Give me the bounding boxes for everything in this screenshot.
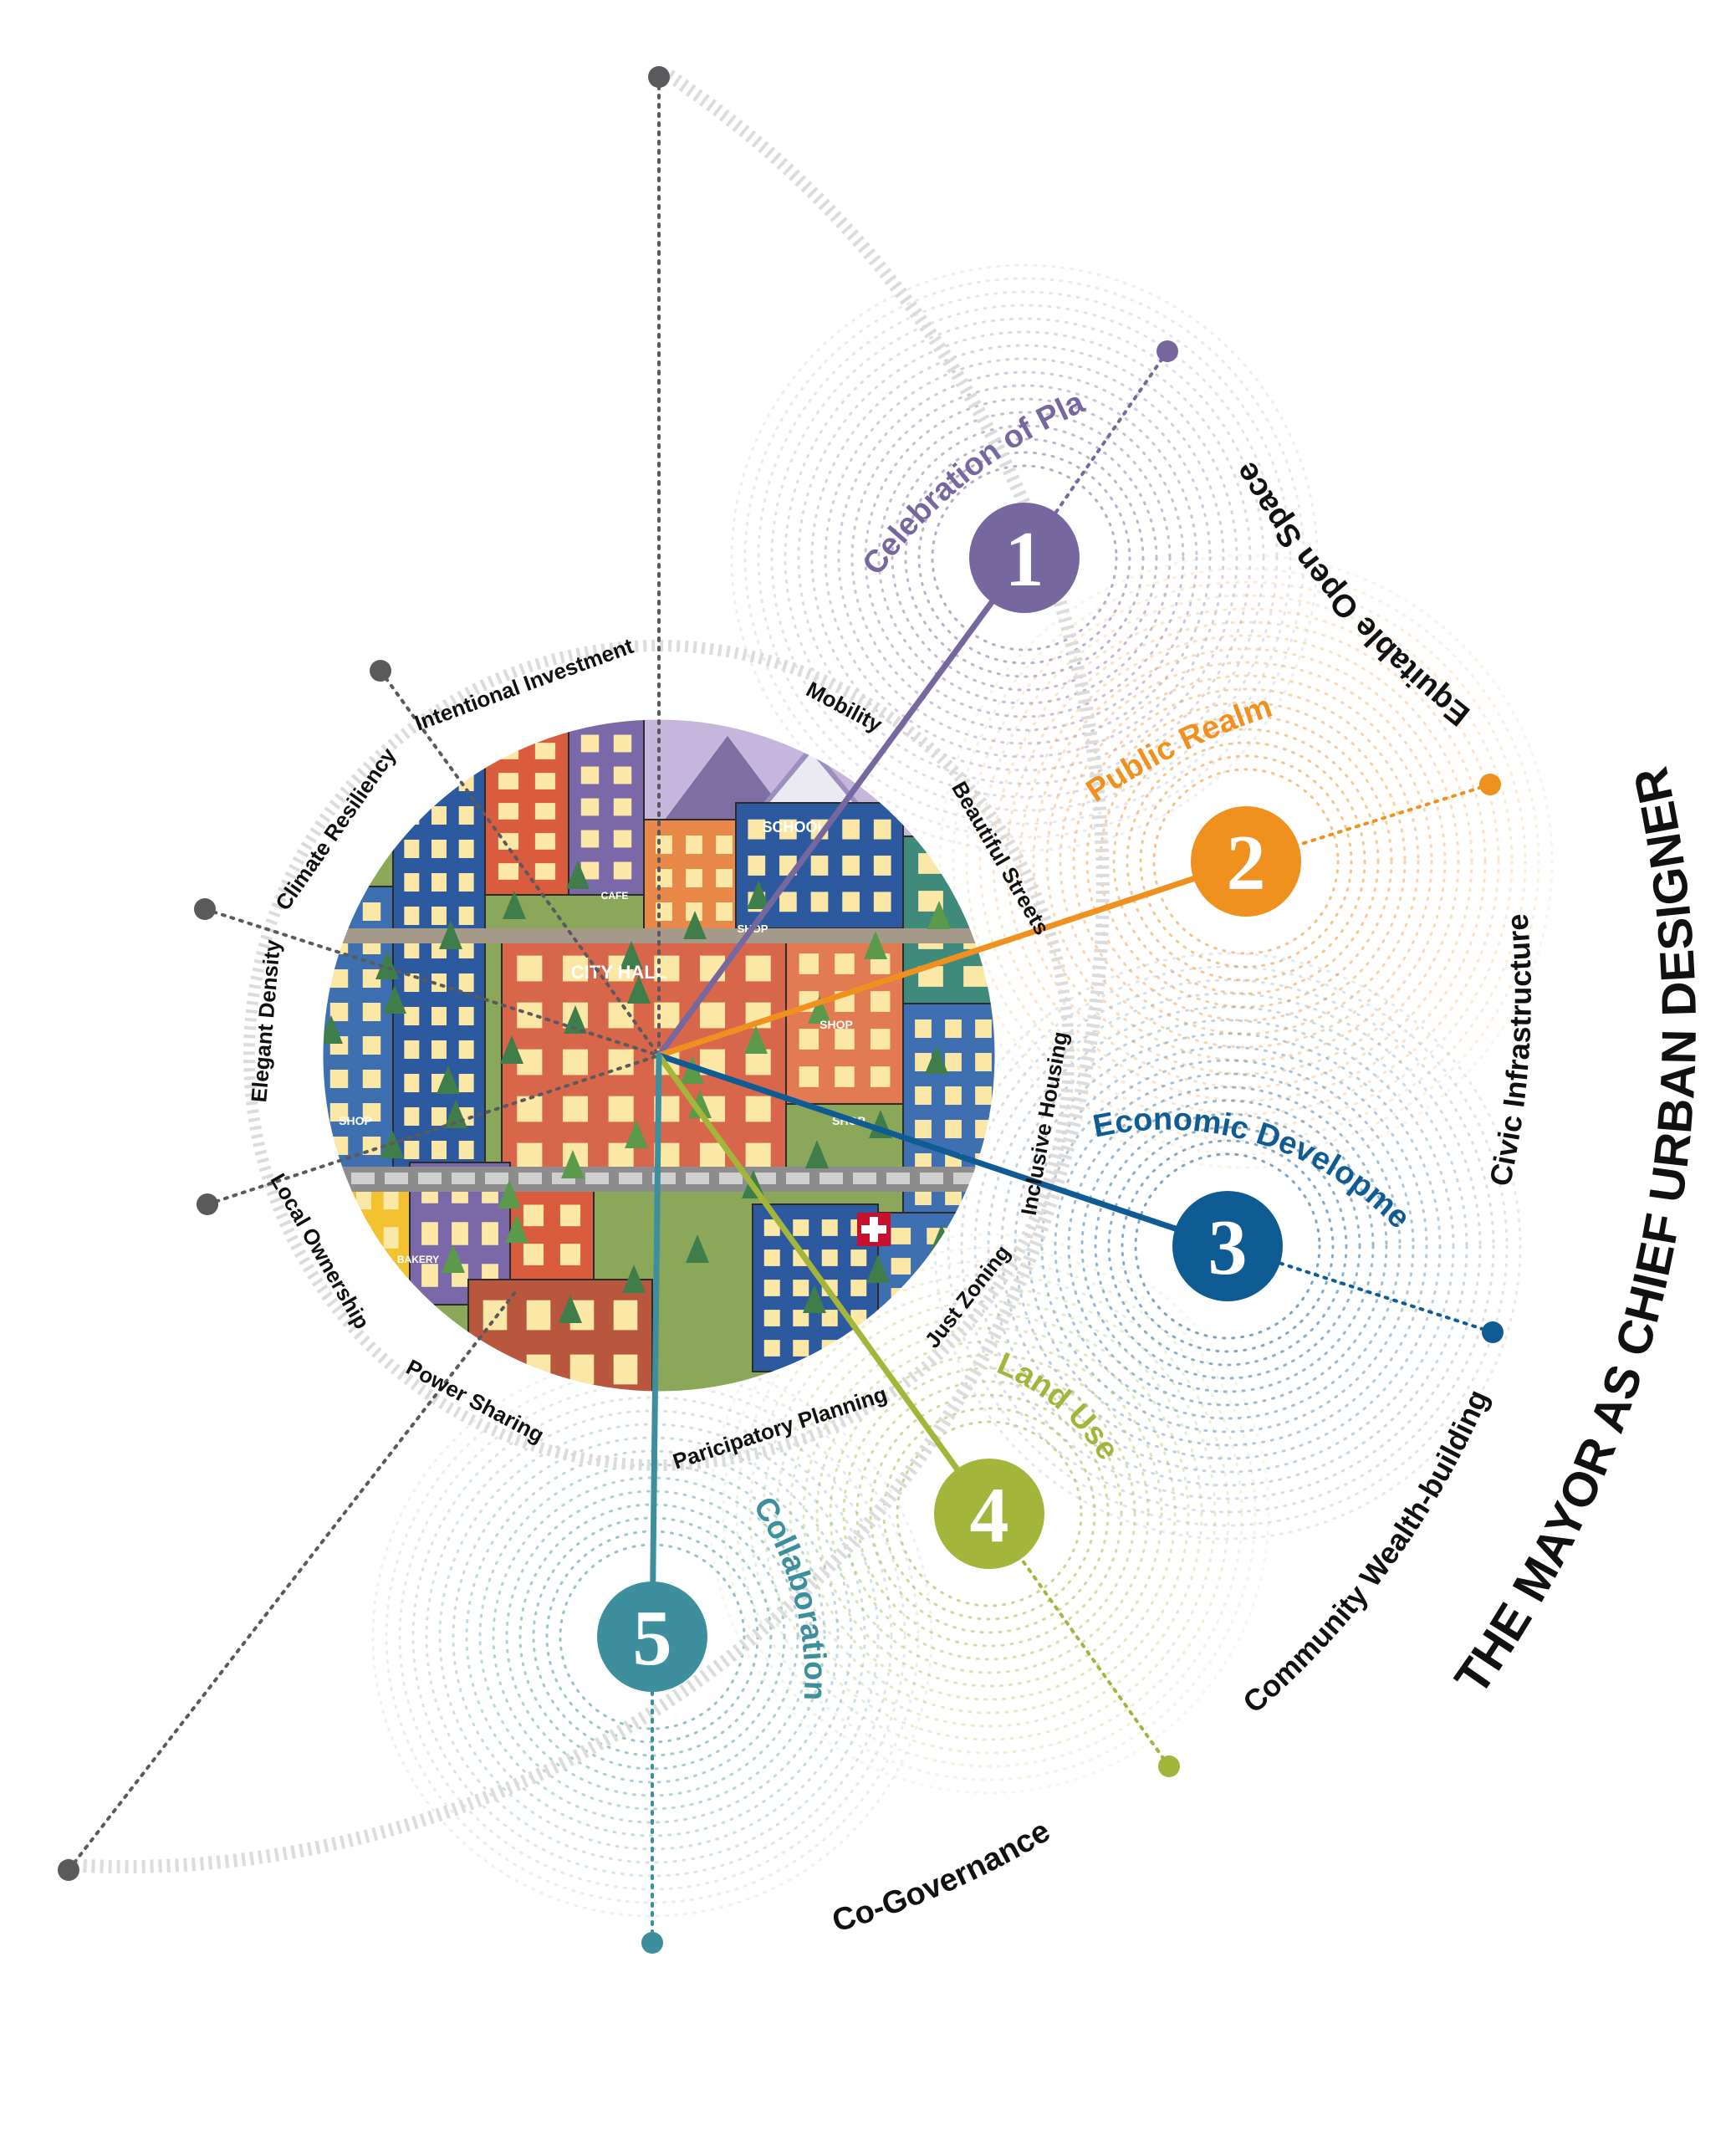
principle-spokes	[649, 554, 1249, 1640]
dotted-halo-fields	[371, 263, 1554, 1918]
building-label: SHOP	[339, 1114, 372, 1127]
badge-3-number: 3	[1208, 1204, 1248, 1291]
dotted-connector-line	[206, 1054, 661, 1206]
inner-ring-label: Intentional Investment	[411, 633, 637, 736]
connector-endpoint-dot	[1479, 774, 1501, 795]
connector-endpoint-dot	[1156, 340, 1178, 362]
connector-endpoint-dot	[1482, 1321, 1504, 1343]
inner-dashed-ring	[243, 640, 1075, 1471]
dotted-connector-line	[203, 907, 661, 1057]
dotted-connector-line	[379, 669, 661, 1057]
city-circle-border	[320, 717, 998, 1394]
building-label: CAFE	[601, 890, 629, 902]
spoke-4	[656, 1052, 993, 1517]
halo-4	[708, 1233, 1270, 1795]
badge-1-number: 1	[1005, 516, 1044, 603]
connector-endpoint-dot	[1158, 1755, 1180, 1777]
connector-endpoint-dot	[641, 1932, 663, 1954]
principle-1-label: Celebration of Place	[0, 0, 1090, 581]
badge-1: 1	[969, 503, 1080, 613]
outer-label-civic-infrastructure: Civic Infrastructure	[1483, 912, 1538, 1189]
badge-4: 4	[934, 1459, 1044, 1569]
inner-ring-label: Just Zoning	[920, 1240, 1015, 1353]
badge-5-number: 5	[633, 1595, 672, 1682]
spoke-1	[656, 554, 1028, 1059]
building-label: SCHOOL	[762, 819, 826, 835]
outer-dashed-arc	[66, 69, 1110, 1873]
inner-ring-label: Mobility	[802, 677, 886, 738]
badge-5: 5	[597, 1581, 707, 1692]
building-label: BAKERY	[397, 1254, 439, 1265]
connector-endpoint-dot	[370, 660, 391, 682]
main-title: THE MAYOR AS CHIEF URBAN DESIGNER	[1444, 763, 1706, 1704]
spoke-3	[656, 1052, 1231, 1249]
badge-2-number: 2	[1227, 820, 1266, 907]
outer-label-co-governance: Co-Governance	[829, 1813, 1057, 1939]
connector-endpoint-dot	[648, 66, 670, 88]
halo-1	[730, 263, 1319, 852]
building-label: SHOP	[819, 1018, 853, 1031]
halo-3	[933, 952, 1522, 1541]
connector-endpoint-dot	[197, 1193, 218, 1215]
badge-2: 2	[1191, 806, 1301, 917]
badge-3: 3	[1172, 1191, 1283, 1301]
badge-4-number: 4	[970, 1472, 1009, 1559]
dotted-connector-line	[67, 1286, 520, 1872]
inner-ring-label: Power Sharing	[402, 1354, 549, 1448]
connector-endpoint-dot	[194, 898, 216, 920]
halo-2	[938, 554, 1554, 1169]
spoke-5	[649, 1052, 662, 1640]
spoke-2	[656, 858, 1249, 1059]
principle-4-label: Land Use	[992, 1346, 1126, 1467]
building-label: CITY HALL	[571, 962, 666, 983]
connector-endpoint-dot	[58, 1859, 79, 1881]
